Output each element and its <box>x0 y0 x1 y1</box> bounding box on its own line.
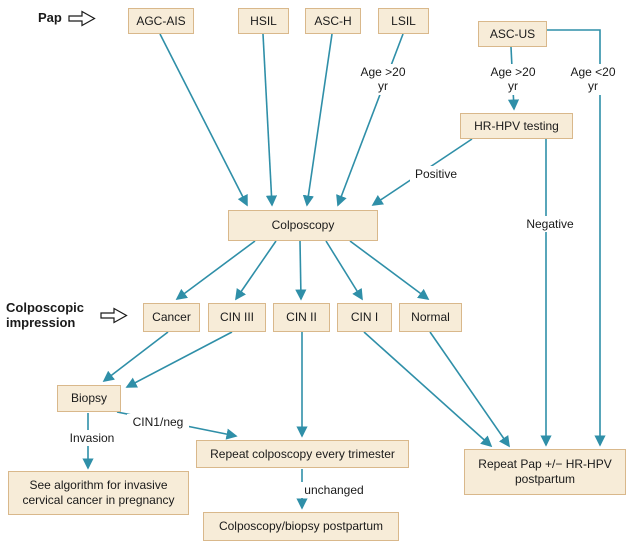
node-cin-iii: CIN III <box>208 303 266 332</box>
edge-normal-to-repeatpap <box>429 331 510 448</box>
node-asc-us: ASC-US <box>478 21 547 47</box>
node-cin-i: CIN I <box>337 303 392 332</box>
edge-label-age-gt20-lsil: Age >20 yr <box>352 64 414 95</box>
hollow-right-arrow-icon <box>100 307 128 324</box>
edge-cancer-to-biopsy <box>102 331 169 383</box>
pap-pointer: Pap <box>38 10 96 27</box>
edge-cin3-to-biopsy <box>125 331 233 388</box>
colposcopic-impression-label: Colposcopic impression <box>6 300 85 330</box>
node-agc-ais: AGC-AIS <box>128 8 194 34</box>
edge-hsil-to-colposcopy <box>262 33 278 207</box>
edge-agcais-to-colposcopy <box>159 33 248 207</box>
edge-label-unchanged: unchanged <box>300 482 368 499</box>
edge-label-age-lt20: Age <20 yr <box>562 64 624 95</box>
colposcopic-impression-pointer: Colposcopic impression <box>6 300 128 331</box>
edge-label-invasion: Invasion <box>64 430 120 447</box>
node-hsil: HSIL <box>238 8 289 34</box>
node-cancer: Cancer <box>143 303 200 332</box>
edge-colposcopy-to-normal <box>349 240 430 301</box>
edge-label-age-gt20-ascus: Age >20 yr <box>482 64 544 95</box>
node-asc-h: ASC-H <box>305 8 361 34</box>
edge-label-cin1-neg: CIN1/neg <box>127 414 189 431</box>
edge-lsil-to-colposcopy <box>336 33 404 207</box>
edge-label-positive: Positive <box>410 166 462 183</box>
node-hr-hpv-testing: HR-HPV testing <box>460 113 573 139</box>
node-see-algorithm: See algorithm for invasive cervical canc… <box>8 471 189 515</box>
edge-colposcopy-to-cin1 <box>325 240 363 301</box>
node-colposcopy-biopsy-postpartum: Colposcopy/biopsy postpartum <box>203 512 399 541</box>
edge-asch-to-colposcopy <box>302 33 333 207</box>
node-lsil: LSIL <box>378 8 429 34</box>
pap-label: Pap <box>38 10 62 26</box>
edge-colposcopy-to-cin3 <box>235 240 277 301</box>
node-normal: Normal <box>399 303 462 332</box>
edge-colposcopy-to-cancer <box>175 240 256 301</box>
edge-cin1-to-repeatpap <box>363 331 493 448</box>
edge-colposcopy-to-cin2 <box>295 240 307 301</box>
edge-label-negative: Negative <box>522 216 578 233</box>
edge-ascus-age-lt20-to-repeatpap <box>547 29 606 447</box>
node-colposcopy: Colposcopy <box>228 210 378 241</box>
node-cin-ii: CIN II <box>273 303 330 332</box>
node-biopsy: Biopsy <box>57 385 121 412</box>
hollow-right-arrow-icon <box>68 10 96 27</box>
node-repeat-pap-postpartum: Repeat Pap +/− HR-HPV postpartum <box>464 449 626 495</box>
node-repeat-colposcopy: Repeat colposcopy every trimester <box>196 440 409 468</box>
